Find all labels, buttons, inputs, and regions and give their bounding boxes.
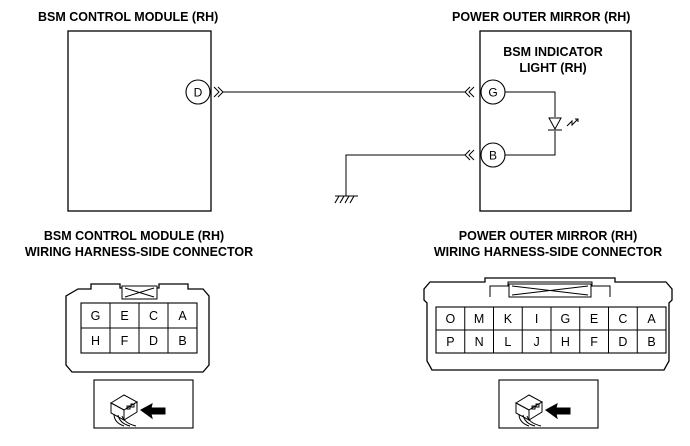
harness-side-view-icon-left — [93, 379, 194, 429]
mirror-cell: K — [504, 312, 513, 326]
internal-wire-g — [505, 91, 556, 117]
mirror-cell: N — [475, 335, 484, 349]
wire-b-to-ground — [345, 154, 465, 196]
mirror-cell: F — [590, 335, 598, 349]
mirror-latch-cross — [511, 285, 589, 296]
mirror-cell: E — [590, 312, 598, 326]
mirror-cell: D — [618, 335, 627, 349]
indicator-label-line1: BSM INDICATOR — [503, 45, 603, 59]
pin-g-label: G — [488, 86, 497, 100]
bsm-cell: C — [149, 309, 158, 323]
mirror-cell: M — [474, 312, 484, 326]
mirror-connector-chevron-g — [464, 86, 475, 98]
indicator-label-line2: LIGHT (RH) — [519, 61, 586, 75]
pin-b-label: B — [489, 149, 497, 163]
mirror-cell: A — [647, 312, 656, 326]
bsm-cell: E — [120, 309, 128, 323]
bsm-cell: G — [91, 309, 101, 323]
mirror-connector-latch-frame — [489, 281, 611, 297]
bsm-latch-cross — [124, 287, 155, 298]
bsm-connector-cells: G E C A H F D B — [91, 309, 188, 348]
mirror-connector-grid — [436, 307, 666, 353]
bsm-module-title: BSM CONTROL MODULE (RH) — [38, 10, 218, 24]
bsm-module-box — [67, 30, 212, 212]
mirror-cell: H — [561, 335, 570, 349]
mirror-connector-cells: O M K I G E C A P N L J H F D B — [446, 312, 657, 349]
mirror-connector-chevron-b — [464, 149, 475, 161]
outer-mirror-title: POWER OUTER MIRROR (RH) — [452, 10, 630, 24]
mirror-cell: L — [504, 335, 511, 349]
mirror-cell: O — [446, 312, 456, 326]
bsm-cell: F — [121, 334, 129, 348]
led-icon — [548, 117, 579, 131]
bsm-cell: D — [149, 334, 158, 348]
mirror-cell: B — [647, 335, 655, 349]
ground-icon — [334, 195, 358, 204]
bsm-connector-grid — [81, 303, 197, 353]
bsm-cell: B — [178, 334, 186, 348]
outer-mirror-box — [479, 30, 632, 212]
bsm-connector-title-line1: BSM CONTROL MODULE (RH) — [44, 229, 224, 243]
mirror-cell: J — [533, 335, 539, 349]
mirror-cell: P — [446, 335, 454, 349]
pin-d-label: D — [194, 86, 203, 100]
bsm-cell: H — [91, 334, 100, 348]
mirror-connector: O M K I G E C A P N L J H F D B — [423, 277, 673, 371]
pin-d-terminal — [185, 79, 211, 105]
bsm-connector-housing — [65, 283, 210, 373]
bsm-connector: G E C A H F D B — [65, 283, 210, 373]
mirror-cell: C — [618, 312, 627, 326]
internal-wire-b — [505, 131, 556, 156]
mirror-cell: G — [561, 312, 571, 326]
bsm-connector-title-line2: WIRING HARNESS-SIDE CONNECTOR — [25, 245, 253, 259]
mirror-cell: I — [535, 312, 538, 326]
mirror-connector-housing — [423, 277, 673, 371]
mirror-connector-title-line1: POWER OUTER MIRROR (RH) — [459, 229, 637, 243]
module-connector-chevron — [213, 86, 224, 98]
mirror-connector-title-line2: WIRING HARNESS-SIDE CONNECTOR — [434, 245, 662, 259]
bsm-cell: A — [178, 309, 187, 323]
harness-side-view-icon-right — [498, 379, 599, 429]
